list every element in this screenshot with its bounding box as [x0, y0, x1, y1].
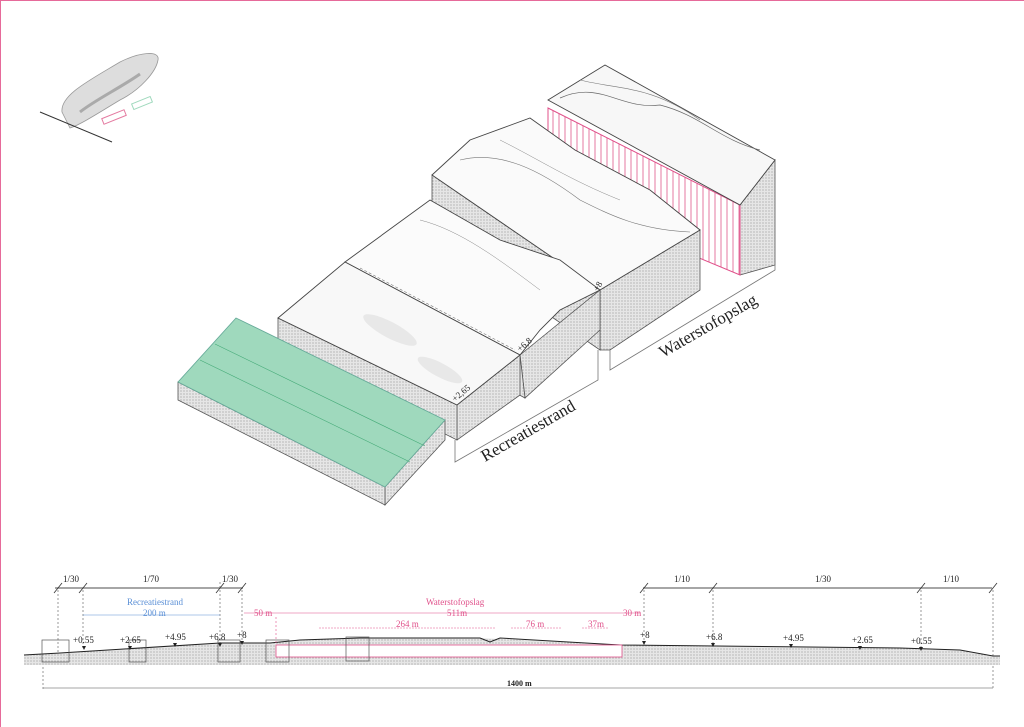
level-left-2-65: +2.65 — [120, 635, 141, 645]
slope-left-1: 1/30 — [63, 574, 80, 584]
location-map-icon — [39, 53, 159, 143]
sub-length-2: 76 m — [526, 619, 544, 629]
level-left-8: +8 — [237, 630, 247, 640]
cross-section — [23, 582, 1000, 690]
slope-left-2: 1/70 — [143, 574, 160, 584]
level-right-4-95: +4.95 — [783, 633, 804, 643]
section-recreation-label: Recreatiestrand — [127, 597, 183, 607]
slope-left-3: 1/30 — [222, 574, 239, 584]
level-left-0-55: +0.55 — [73, 635, 94, 645]
level-left-6-8: +6.8 — [209, 632, 226, 642]
section-recreation-length: 200 m — [143, 608, 166, 618]
sub-length-1: 264 m — [396, 619, 419, 629]
slope-right-1: 1/10 — [674, 574, 691, 584]
level-left-4-95: +4.95 — [165, 632, 186, 642]
hydrogen-bracket — [609, 262, 776, 371]
level-markers — [82, 641, 923, 651]
gap-right-length: 30 m — [623, 608, 641, 618]
level-right-2-65: +2.65 — [852, 635, 873, 645]
level-right-6-8: +6.8 — [706, 632, 723, 642]
slope-right-2: 1/30 — [815, 574, 832, 584]
level-right-0-55: +0.55 — [911, 636, 932, 646]
sub-length-3: 37m — [588, 619, 604, 629]
section-hydrogen-length: 511m — [447, 608, 467, 618]
level-right-8: +8 — [640, 630, 650, 640]
gap-left-length: 50 m — [254, 608, 272, 618]
recreation-bracket — [454, 350, 599, 463]
section-hydrogen-label: Waterstofopslag — [426, 597, 485, 607]
total-length: 1400 m — [507, 679, 532, 688]
slope-right-3: 1/10 — [943, 574, 960, 584]
shoreline-green-block — [177, 317, 446, 507]
